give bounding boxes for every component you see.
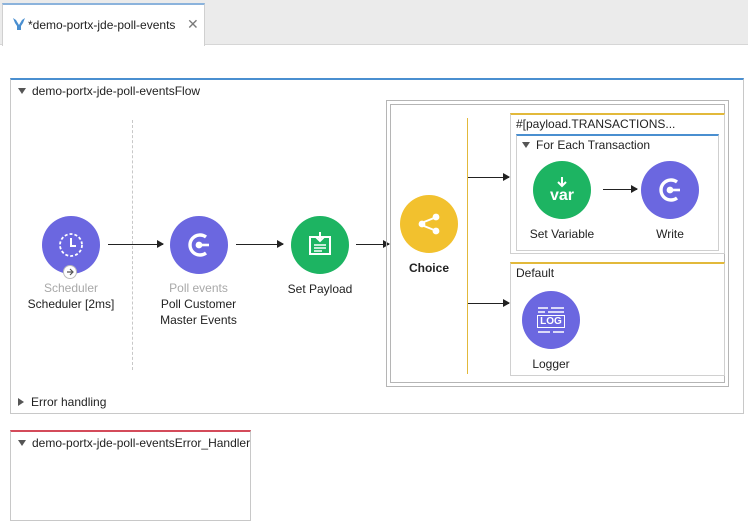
connector-icon [659,178,680,202]
editor-tab[interactable]: *demo-portx-jde-poll-events ✕ [2,3,205,46]
set-variable-node[interactable]: var Set Variable [521,161,603,242]
for-each-scope[interactable]: For Each Transaction var Set Variable [516,134,719,251]
poll-events-node[interactable]: Poll events Poll Customer Master Events [151,216,246,328]
error-handler-title: demo-portx-jde-poll-eventsError_Handler [32,436,251,450]
scheduler-name: Scheduler [2ms] [27,297,115,311]
set-payload-circle[interactable] [291,216,349,274]
write-circle[interactable] [641,161,699,219]
route-arrow-when [468,173,510,181]
set-payload-node[interactable]: Set Payload [274,216,366,297]
logger-name: Logger [532,357,570,371]
source-arrow-icon [63,265,77,279]
flow-title: demo-portx-jde-poll-eventsFlow [32,84,201,98]
poll-events-circle[interactable] [169,216,228,274]
tab-title: *demo-portx-jde-poll-events [28,18,176,32]
choice-icon [418,213,440,235]
poll-events-name-line2: Master Events [160,313,237,327]
collapse-icon [522,142,530,148]
connector-arrow [236,240,284,248]
when-expression: #[payload.TRANSACTIONS... [516,117,676,131]
connector-arrow [356,240,390,248]
scheduler-circle[interactable] [42,216,100,279]
expand-icon [18,398,24,406]
choice-router: Choice #[payload.TRANSACTIONS... For Eac… [386,100,729,387]
var-icon: var [549,187,575,204]
mule-icon [13,18,25,30]
connector-arrow [108,240,164,248]
when-route[interactable]: #[payload.TRANSACTIONS... For Each Trans… [510,113,725,254]
clock-icon [59,233,83,257]
logger-node[interactable]: LOG Logger [516,291,586,372]
logger-circle[interactable]: LOG [522,291,580,349]
choice-name: Choice [408,261,449,275]
default-route[interactable]: Default LOG Logger [510,262,725,376]
close-icon[interactable]: ✕ [187,16,199,32]
error-handler-container: demo-portx-jde-poll-eventsError_Handler [10,430,251,521]
poll-events-type-label: Poll events [169,281,228,295]
connector-arrow [603,185,638,193]
log-icon: LOG [537,314,565,328]
collapse-icon [18,440,26,446]
set-variable-circle[interactable]: var [533,161,591,219]
poll-events-name-line1: Poll Customer [160,297,237,311]
set-variable-name: Set Variable [529,227,595,241]
connector-icon [187,233,209,257]
error-handler-header[interactable]: demo-portx-jde-poll-eventsError_Handler [18,436,250,450]
write-node[interactable]: Write [634,161,706,242]
for-each-title: For Each Transaction [536,138,651,152]
log-lines-icon [538,306,564,313]
editor-tab-bar: *demo-portx-jde-poll-events ✕ [0,0,748,46]
default-route-title: Default [516,266,555,280]
flow-header[interactable]: demo-portx-jde-poll-eventsFlow [18,84,200,98]
route-arrow-default [468,299,510,307]
scheduler-node[interactable]: Scheduler Scheduler [2ms] [26,216,116,312]
collapse-icon [18,88,26,94]
source-divider [132,120,133,370]
error-handling-toggle[interactable]: Error handling [18,395,106,409]
scheduler-type-label: Scheduler [43,281,99,295]
set-payload-icon [309,232,331,255]
error-handling-label: Error handling [31,395,107,409]
choice-node[interactable]: Choice [394,195,464,276]
choice-route-line [467,118,468,374]
write-name: Write [656,227,684,241]
log-lines-icon [538,330,564,333]
choice-circle[interactable] [400,195,458,253]
set-payload-name: Set Payload [287,282,353,296]
down-arrow-icon [557,177,567,188]
choice-router-inner: Choice #[payload.TRANSACTIONS... For Eac… [390,104,725,383]
flow-container: demo-portx-jde-poll-eventsFlow Scheduler… [10,78,744,414]
for-each-header[interactable]: For Each Transaction [522,138,650,152]
